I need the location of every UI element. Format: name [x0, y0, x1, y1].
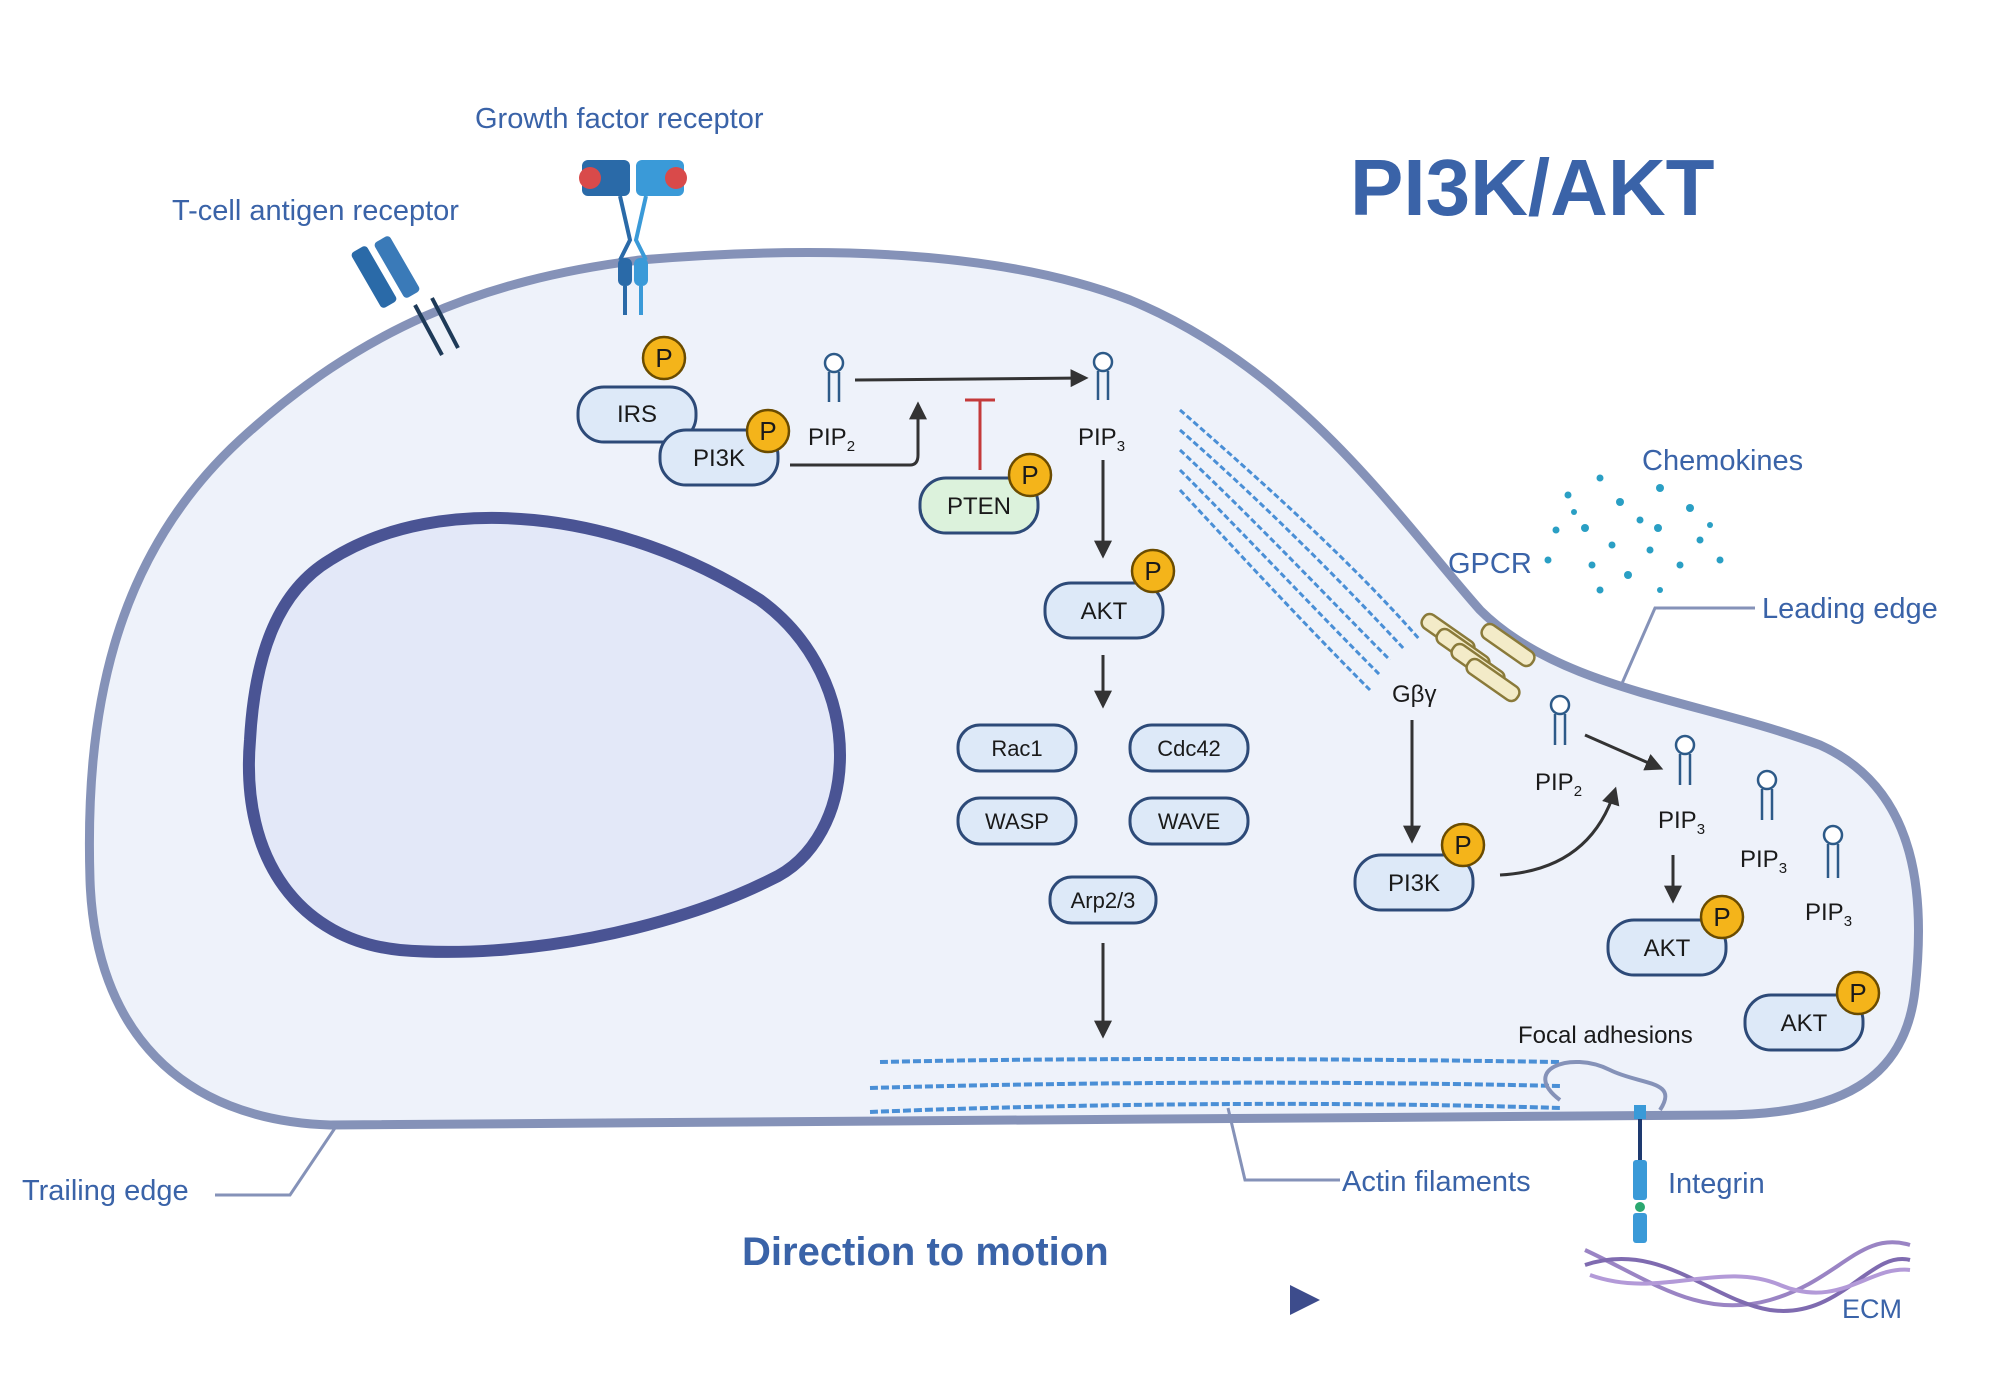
- phospho-akt-right-2-label: P: [1849, 978, 1866, 1008]
- gpcr-label: GPCR: [1448, 548, 1532, 580]
- rac1-label: Rac1: [991, 736, 1042, 761]
- phospho-akt-center-badge: [1130, 548, 1176, 594]
- arp23-node: [1048, 875, 1158, 925]
- pten-node: [918, 476, 1040, 535]
- chemokines-label: Chemokines: [1642, 445, 1803, 477]
- integrin-icon: [1633, 1105, 1647, 1243]
- chemokine-particles: [1544, 474, 1724, 594]
- arrow-pip2-right-to-pip3: [1584, 733, 1664, 771]
- direction-label: Direction to motion: [742, 1230, 1109, 1274]
- phospho-pi3k-left-label: P: [759, 416, 776, 446]
- phospho-irs-label: P: [655, 343, 672, 373]
- growth-factor-receptor-icon: [579, 160, 687, 315]
- direction-arrowhead: [1290, 1285, 1320, 1315]
- pip3-right-2-label: PIP3: [1740, 846, 1787, 877]
- wave-label: WAVE: [1158, 809, 1220, 834]
- phospho-pten-label: P: [1021, 460, 1038, 490]
- arrow-pip2-to-pip3: [854, 369, 1089, 388]
- tcell-receptor-label: T-cell antigen receptor: [172, 195, 459, 227]
- pip2-lipid-icon: [823, 352, 845, 402]
- pip3-lipid-icon: [1092, 351, 1114, 400]
- pip3-right-3-label: PIP3: [1805, 899, 1852, 930]
- phospho-pi3k-left-badge: [745, 408, 791, 454]
- actin-filaments-label: Actin filaments: [1342, 1166, 1531, 1198]
- arp23-label: Arp2/3: [1071, 888, 1136, 913]
- pip2-right-label: PIP2: [1535, 769, 1582, 800]
- diagram-title: PI3K/AKT: [1350, 143, 1715, 232]
- pip3-right-1-label: PIP3: [1658, 807, 1705, 838]
- trailing-edge-label: Trailing edge: [22, 1175, 189, 1207]
- phospho-pi3k-right-label: P: [1454, 830, 1471, 860]
- pi3k-right-node: [1353, 853, 1475, 912]
- phospho-akt-center-label: P: [1144, 556, 1161, 586]
- akt-right-1-label: AKT: [1644, 935, 1691, 962]
- leading-edge-label: Leading edge: [1762, 593, 1938, 625]
- cdc42-label: Cdc42: [1157, 736, 1221, 761]
- rac1-node: [956, 723, 1078, 773]
- growth-factor-receptor-label: Growth factor receptor: [475, 103, 764, 135]
- akt-center-node: [1043, 581, 1165, 640]
- pi3k-right-label: PI3K: [1388, 870, 1440, 897]
- arrow-pi3k-to-conversion: [790, 401, 927, 467]
- pip3-right-3-lipid-icon: [1822, 824, 1844, 878]
- focal-adhesion-loop: [1543, 1060, 1668, 1112]
- actin-filaments-callout-line: [1226, 1107, 1340, 1182]
- phospho-irs-badge: [641, 335, 687, 381]
- ecm-label: ECM: [1842, 1294, 1902, 1324]
- phospho-pten-badge: [1007, 452, 1053, 498]
- pip2-top-label: PIP2: [808, 424, 855, 455]
- trailing-edge-callout-line: [215, 1127, 337, 1197]
- phospho-akt-right-1-label: P: [1713, 902, 1730, 932]
- pi3k-left-node: [658, 428, 780, 487]
- cdc42-node: [1128, 723, 1250, 773]
- nucleus: [242, 511, 846, 958]
- irs-node: [576, 385, 698, 444]
- akt-right-1-node: [1606, 918, 1728, 977]
- wave-node: [1128, 796, 1250, 846]
- actin-bundle-upper: [1178, 408, 1422, 692]
- gpcr-icon: [1420, 612, 1536, 703]
- pip3-top-label: PIP3: [1078, 424, 1125, 455]
- arrow-pi3k-right-to-conversion: [1499, 786, 1620, 877]
- focal-adhesions-label: Focal adhesions: [1518, 1022, 1693, 1049]
- integrin-label: Integrin: [1668, 1168, 1765, 1200]
- akt-right-2-label: AKT: [1781, 1010, 1828, 1037]
- pi3k-left-label: PI3K: [693, 445, 745, 472]
- actin-filaments-lower: [869, 1057, 1561, 1114]
- pip3-right-1-lipid-icon: [1674, 734, 1696, 785]
- ecm-fibers: [1584, 1240, 1911, 1313]
- irs-label: IRS: [617, 401, 657, 428]
- wasp-label: WASP: [985, 809, 1049, 834]
- gbg-label: Gβγ: [1392, 681, 1436, 708]
- leading-edge-callout-line: [1618, 606, 1755, 689]
- phospho-akt-right-1-badge: [1699, 894, 1745, 940]
- phospho-akt-right-2-badge: [1835, 970, 1881, 1016]
- akt-center-label: AKT: [1081, 598, 1128, 625]
- pip2-right-lipid-icon: [1549, 694, 1571, 745]
- akt-right-2-node: [1743, 993, 1865, 1052]
- phospho-pi3k-right-badge: [1440, 822, 1486, 868]
- tcell-receptor-icon: [351, 236, 460, 356]
- wasp-node: [956, 796, 1078, 846]
- pten-label: PTEN: [947, 493, 1011, 520]
- pip3-right-2-lipid-icon: [1756, 769, 1778, 820]
